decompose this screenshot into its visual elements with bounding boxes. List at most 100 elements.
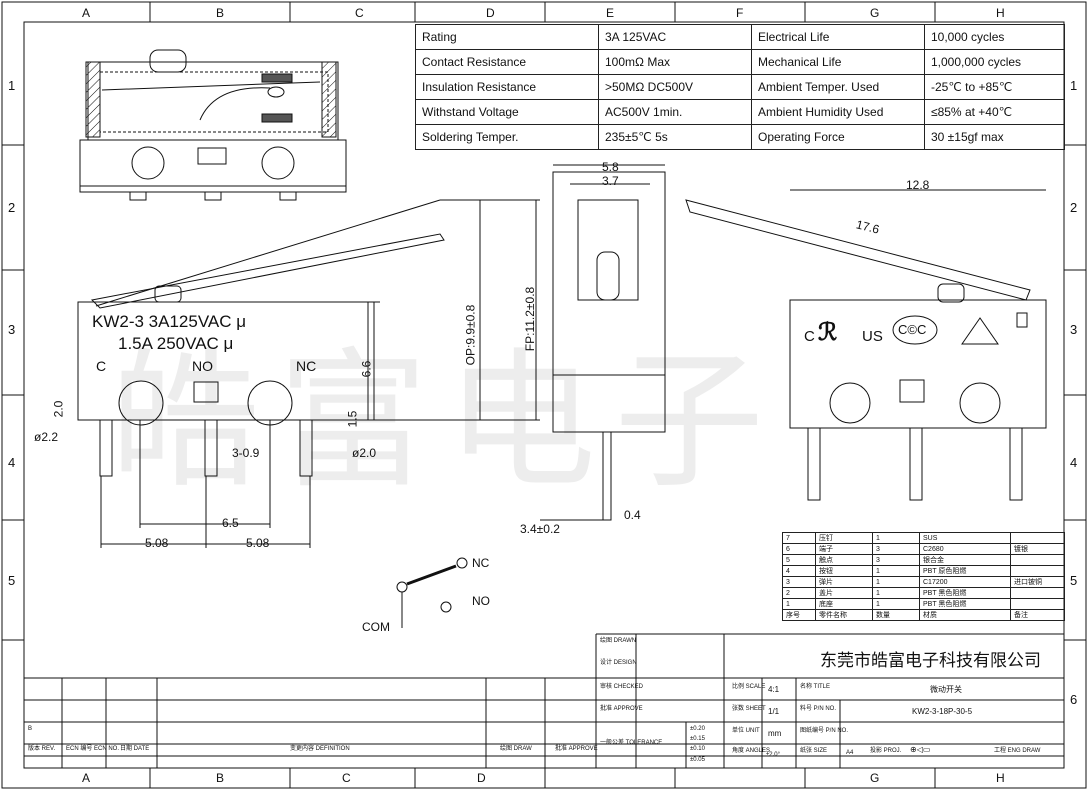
tb-tol-0: ±0.20 <box>690 726 705 732</box>
dim-op: OP:9.9±0.8 <box>463 304 478 366</box>
dim-width-3-7: 3.7 <box>602 174 619 188</box>
dim-fp: FP:11.2±0.8 <box>523 286 538 352</box>
bom-header: 数量 <box>872 609 920 621</box>
spec-label: Rating <box>415 24 599 50</box>
bom-header: 材质 <box>919 609 1011 621</box>
tb-date: 日期 DATE <box>120 746 150 752</box>
tb-rev: 版本 REV. <box>28 746 56 752</box>
spec-row: Rating 3A 125VAC Electrical Life 10,000 … <box>415 24 1065 50</box>
bom-material: SUS <box>919 532 1011 544</box>
tb-proj-label: 投影 PROJ. <box>870 748 902 754</box>
bom-name: 按钮 <box>815 565 873 577</box>
schematic-no: NO <box>472 594 490 608</box>
tb-eng-label: 工程 ENG DRAW <box>994 748 1041 754</box>
schematic-com: COM <box>362 620 390 634</box>
front-marking-line1: KW2-3 3A125VAC μ <box>92 312 247 331</box>
col-label-e: E <box>606 6 615 20</box>
col-label-a: A <box>82 6 91 20</box>
dim-height-2: 2.0 <box>51 400 66 418</box>
col-label-d-bottom: D <box>477 771 486 785</box>
bom-note <box>1010 532 1065 544</box>
bom-name: 盖片 <box>815 587 873 599</box>
spec-label: Soldering Temper. <box>415 124 599 150</box>
spec-row: Soldering Temper. 235±5℃ 5s Operating Fo… <box>415 124 1065 150</box>
bom-name: 压钉 <box>815 532 873 544</box>
dim-length-12-8: 12.8 <box>906 178 930 192</box>
ul-logo-icon: ℛ <box>818 319 838 346</box>
tb-design: 设计 DESIGN <box>600 660 637 666</box>
tb-checked: 审核 CHECKED <box>600 684 644 690</box>
spec-table: Rating 3A 125VAC Electrical Life 10,000 … <box>415 24 1065 150</box>
tb-tol-2: ±0.10 <box>690 746 705 752</box>
spec-row: Insulation Resistance >50MΩ DC500V Ambie… <box>415 74 1065 100</box>
col-label-c-bottom: C <box>342 771 351 785</box>
bom-no: 1 <box>782 598 816 610</box>
spec-value: ≤85% at +40℃ <box>924 99 1065 125</box>
tb-row-b: B <box>28 726 33 732</box>
bom-qty: 1 <box>872 576 920 588</box>
bom-note: 进口铍铜 <box>1010 576 1065 588</box>
spec-row: Contact Resistance 100mΩ Max Mechanical … <box>415 49 1065 75</box>
spec-label: Electrical Life <box>751 24 925 50</box>
cert-mark-c: C <box>804 328 815 345</box>
watermark: 皓富电子 <box>110 335 783 509</box>
bom-qty: 3 <box>872 543 920 555</box>
tb-tol-1: ±0.15 <box>690 736 705 742</box>
row-label-3-right: 3 <box>1070 322 1078 337</box>
row-label-5: 5 <box>8 573 16 588</box>
spec-label: Mechanical Life <box>751 49 925 75</box>
dim-width-5-8: 5.8 <box>602 160 619 174</box>
col-label-h: H <box>996 6 1005 20</box>
tb-pn-label: 料号 P/N NO. <box>800 706 837 712</box>
row-label-2-right: 2 <box>1070 200 1078 215</box>
spec-value: 10,000 cycles <box>924 24 1065 50</box>
bom-name: 端子 <box>815 543 873 555</box>
col-label-c: C <box>355 6 364 20</box>
spec-value: 235±5℃ 5s <box>598 124 752 150</box>
tb-drawn: 绘图 DRAWN <box>600 638 637 644</box>
tb-tol-3: ±0.05 <box>690 757 705 763</box>
col-label-h-bottom: H <box>996 771 1005 785</box>
bom-no: 6 <box>782 543 816 555</box>
bom-name: 弹片 <box>815 576 873 588</box>
dim-height-6-6: 6.6 <box>359 360 374 378</box>
bom-note <box>1010 587 1065 599</box>
spec-label: Ambient Temper. Used <box>751 74 925 100</box>
schematic-nc: NC <box>472 556 490 570</box>
bom-note: 镀银 <box>1010 543 1065 555</box>
spec-label: Ambient Humidity Used <box>751 99 925 125</box>
bom-no: 3 <box>782 576 816 588</box>
tb-ecn: ECN 编号 ECN NO. <box>66 746 120 752</box>
bom-header: 序号 <box>782 609 816 621</box>
bom-header: 备注 <box>1010 609 1065 621</box>
row-label-1-right: 1 <box>1070 78 1078 93</box>
terminal-label-c: C <box>96 358 107 374</box>
dim-hole-2-2: ø2.2 <box>34 430 59 444</box>
tb-definition: 变更内容 DEFINITION <box>290 746 350 752</box>
terminal-label-no: NO <box>192 358 213 374</box>
col-label-g: G <box>870 6 880 20</box>
tb-angles-label: 角度 ANGLES <box>732 748 771 754</box>
bom-no: 7 <box>782 532 816 544</box>
tb-pn2-label: 图纸编号 P/N NO. <box>800 728 849 734</box>
projection-symbol-icon: ⊕◁▭ <box>910 745 931 754</box>
col-label-b-bottom: B <box>216 771 225 785</box>
cqc-logo-icon: C©C <box>898 322 927 337</box>
tb-sheet-label: 张数 SHEET <box>732 706 766 712</box>
dim-pin-length: 3.4±0.2 <box>520 522 560 536</box>
company-name: 东莞市皓富电子科技有限公司 <box>820 651 1041 671</box>
spec-label: Withstand Voltage <box>415 99 599 125</box>
dim-pitch-b: 5.08 <box>246 536 270 550</box>
cert-mark-us: US <box>862 328 883 345</box>
tb-pn: KW2-3-18P-30-5 <box>912 707 973 716</box>
bom-material: C2680 <box>919 543 1011 555</box>
spec-value: 1,000,000 cycles <box>924 49 1065 75</box>
row-label-6-right: 6 <box>1070 692 1078 707</box>
bom-qty: 3 <box>872 554 920 566</box>
bom-qty: 1 <box>872 598 920 610</box>
tb-scale: 4:1 <box>768 685 780 694</box>
